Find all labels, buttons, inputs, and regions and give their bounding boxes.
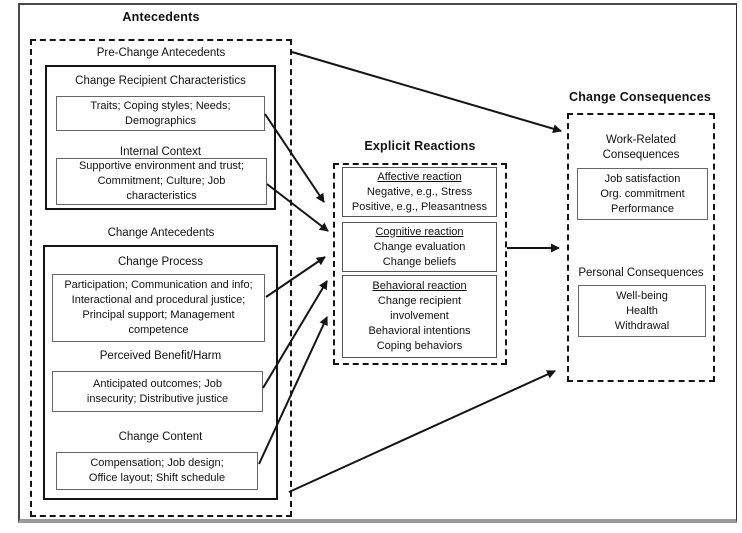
change-content-box: Compensation; Job design; Office layout;…: [56, 452, 258, 490]
affective-reaction-heading: Affective reaction: [377, 170, 462, 183]
perceived-benefit-harm-heading: Perceived Benefit/Harm: [99, 350, 222, 362]
behavioral-reaction-heading: Behavioral reaction: [372, 280, 467, 292]
change-consequences-dashed-box: [567, 113, 715, 382]
change-consequences-title: Change Consequences: [568, 90, 712, 104]
behavioral-reaction-box: Behavioral reaction Change recipient inv…: [342, 275, 497, 358]
change-content-heading: Change Content: [118, 431, 203, 443]
traits-box: Traits; Coping styles; Needs; Demographi…: [56, 96, 265, 131]
personal-consequences-label: Personal Consequences: [578, 267, 704, 279]
cognitive-reaction-heading: Cognitive reaction: [375, 225, 464, 238]
behavioral-reaction-body: Change recipient involvement Behavioral …: [368, 295, 471, 352]
work-related-consequences-box: Job satisfaction Org. commitment Perform…: [577, 168, 708, 220]
internal-context-box: Supportive environment and trust; Commit…: [56, 158, 267, 205]
figure-frame: [18, 3, 737, 523]
cognitive-reaction-body: Change evaluation Change beliefs: [373, 240, 466, 268]
antecedents-title: Antecedents: [122, 10, 200, 24]
explicit-reactions-title: Explicit Reactions: [364, 139, 476, 153]
cognitive-reaction-box: Cognitive reaction Change evaluation Cha…: [342, 222, 497, 272]
change-antecedents-label: Change Antecedents: [107, 227, 215, 239]
perceived-benefit-harm-box: Anticipated outcomes; Job insecurity; Di…: [52, 371, 263, 412]
affective-reaction-box: Affective reaction Negative, e.g., Stres…: [342, 167, 497, 217]
change-process-heading: Change Process: [117, 256, 204, 268]
personal-consequences-box: Well-being Health Withdrawal: [578, 285, 706, 337]
pre-change-antecedents-label: Pre-Change Antecedents: [96, 47, 226, 59]
work-related-consequences-label: Work-Related Consequences: [602, 134, 680, 161]
change-process-box: Participation; Communication and info; I…: [52, 274, 265, 342]
affective-reaction-body: Negative, e.g., Stress Positive, e.g., P…: [351, 185, 488, 213]
internal-context-heading: Internal Context: [119, 146, 202, 158]
explicit-reactions-dashed-box: [333, 163, 507, 365]
change-recipient-characteristics-heading: Change Recipient Characteristics: [75, 75, 246, 87]
